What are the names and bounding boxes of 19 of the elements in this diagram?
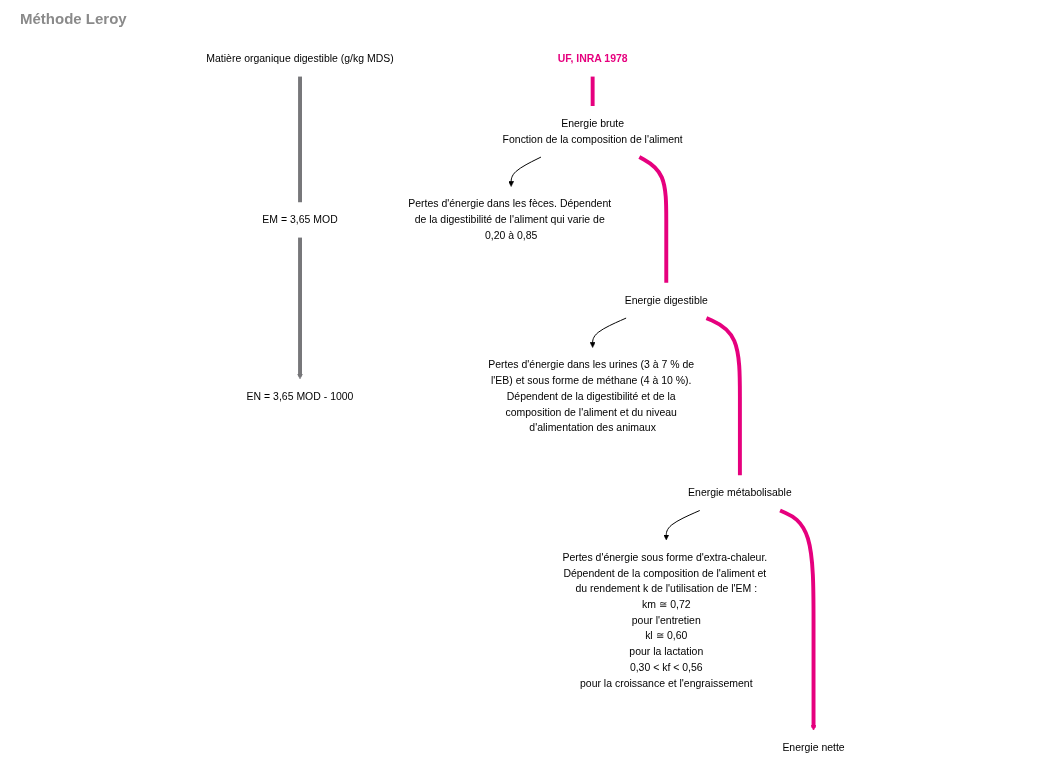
node-text: Pertes d'énergie dans les urines (3 à 7 % de l'EB) et sous forme de méthane (4 à 10 %). Dépendent de la digestibilité et de la composition de l'aliment et du niveau d'alimentation des animaux bbox=[488, 359, 695, 434]
node-text: EN = 3,65 MOD - 1000 bbox=[246, 390, 354, 402]
arrow bbox=[779, 508, 817, 731]
column-heading: Méthode Leroy bbox=[20, 10, 127, 27]
connector bbox=[705, 316, 742, 476]
node-text: Energie brute bbox=[561, 117, 625, 129]
node-text: Pertes d'énergie dans les fèces. Dépendent de la digestibilité de l'aliment qui varie de 0,20 à 0,85 bbox=[408, 198, 612, 241]
node-text: EM = 3,65 MOD bbox=[262, 214, 338, 226]
connector bbox=[298, 76, 302, 203]
node-label: Fonction de la composition de l'aliment bbox=[502, 133, 683, 145]
node-text: Matière organique digestible (g/kg MDS) bbox=[206, 53, 394, 65]
node-text: Pertes d'énergie sous forme d'extra-chaleur. Dépendent de la composition de l'aliment et du rendement k de l'utilisation de l'EM : km ≅ 0,72 pour l'entretien kl ≅ 0,60 pour la lactation 0,30 < kf < 0,56 pour la croissance et l'engraissement bbox=[562, 551, 768, 689]
arrow bbox=[297, 237, 303, 380]
connector bbox=[638, 155, 669, 283]
node-text: UF, INRA 1978 bbox=[557, 53, 628, 65]
node-text: Energie digestible bbox=[624, 294, 708, 306]
node-text: Energie métabolisable bbox=[688, 486, 792, 499]
node-text: Energie nette bbox=[782, 742, 845, 754]
connector bbox=[590, 76, 595, 107]
